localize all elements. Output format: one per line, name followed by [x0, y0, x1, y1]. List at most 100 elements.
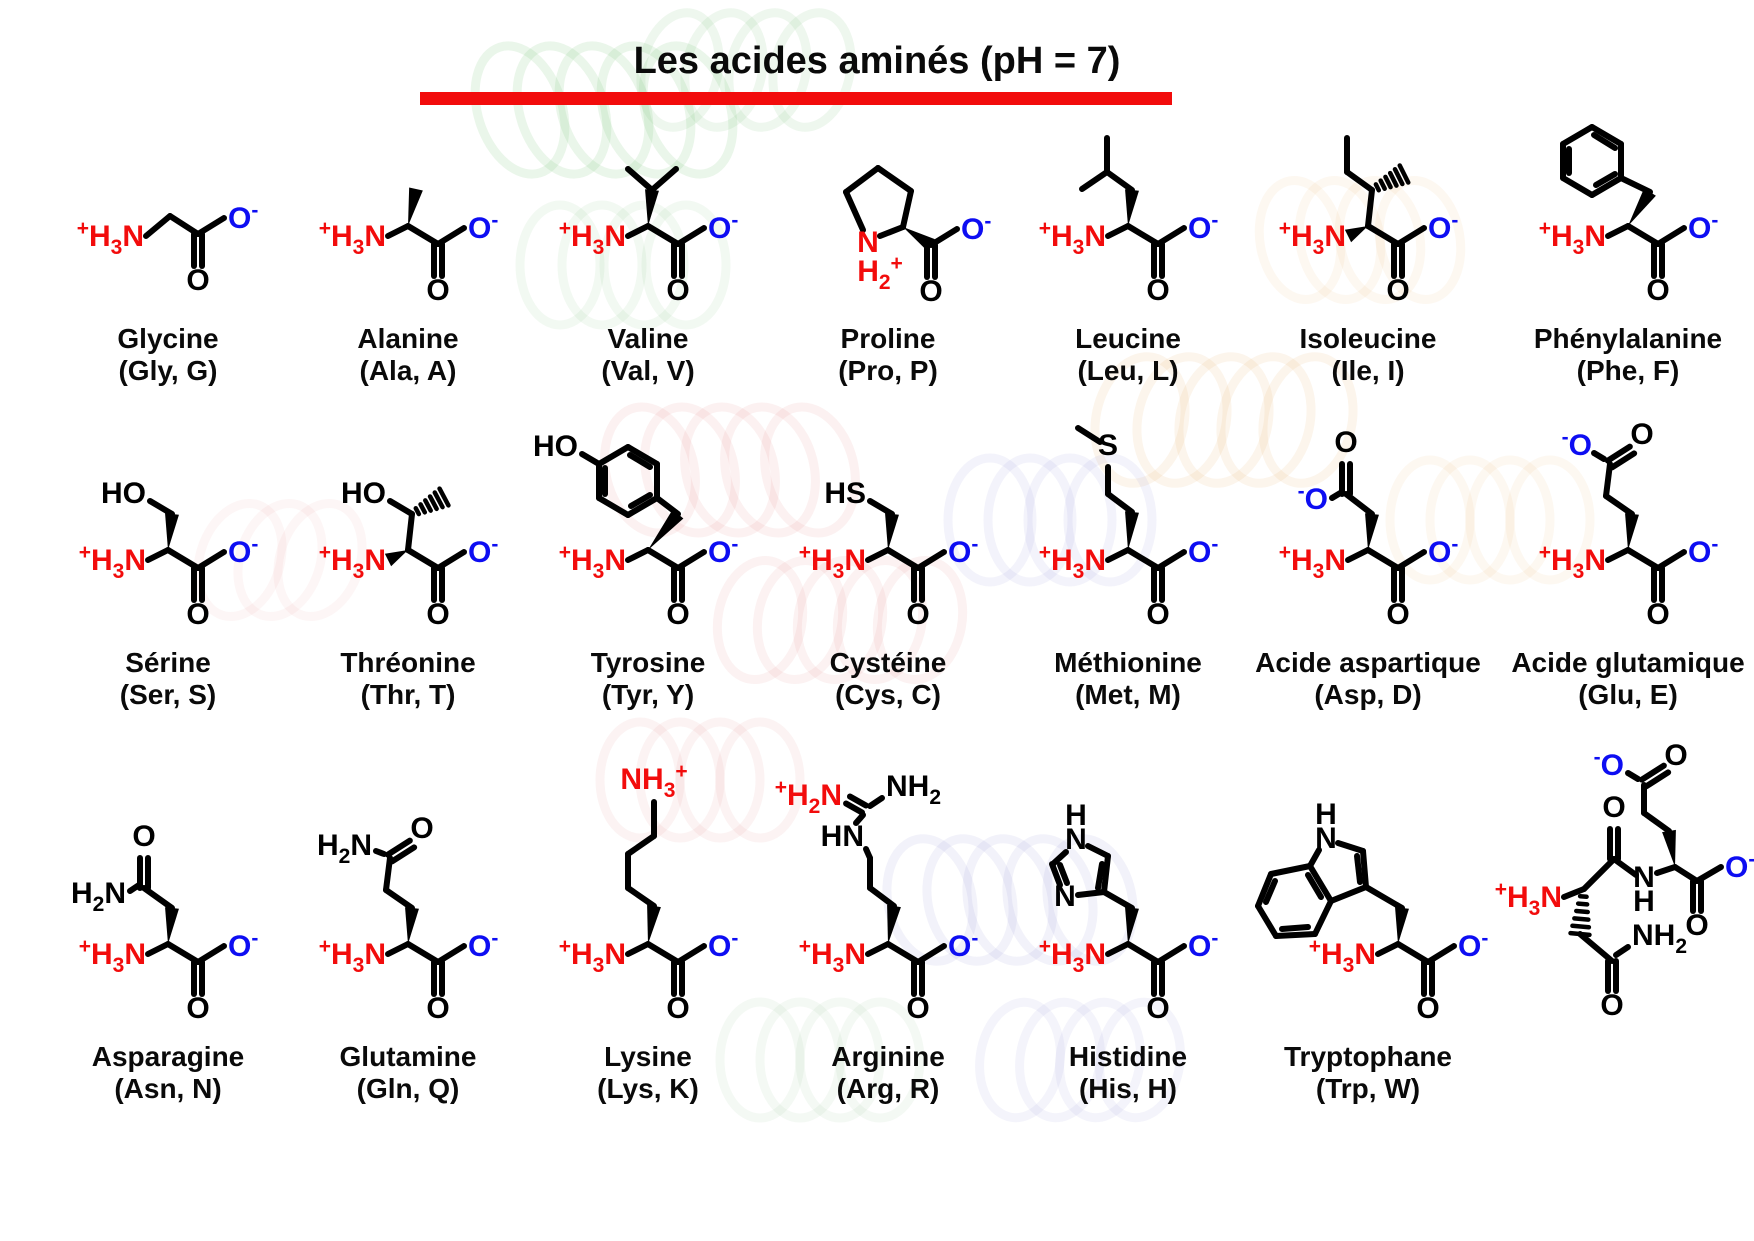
- amino-acid-label: Valine(Val, V): [601, 323, 694, 393]
- bond: [1273, 931, 1318, 939]
- bond: [1075, 889, 1107, 898]
- helix-watermark: [680, 402, 780, 538]
- bond: [625, 941, 651, 957]
- bond: [1560, 124, 1595, 147]
- helix-watermark: [1055, 997, 1145, 1123]
- bond: [867, 795, 885, 809]
- bond: [1605, 547, 1631, 563]
- bond: [1125, 223, 1161, 247]
- bond: [1354, 853, 1363, 885]
- atom-label: O: [1416, 992, 1439, 1025]
- helix-watermark: [1023, 453, 1117, 587]
- bond: [1095, 861, 1105, 891]
- amino-acid-label: Acide aspartique(Asp, D): [1255, 647, 1481, 717]
- atom-label: O-: [1188, 533, 1218, 569]
- bond: [1105, 491, 1135, 515]
- atom-label: +H3N: [1539, 541, 1606, 583]
- helix-watermark: [1505, 455, 1595, 585]
- atom-label: +H3N: [1539, 217, 1606, 259]
- double-bond: [1604, 443, 1633, 464]
- bond: [865, 941, 891, 957]
- atom-label: O-: [1428, 533, 1458, 569]
- helix-watermark: [712, 555, 808, 685]
- bond: [1105, 547, 1131, 563]
- bond: [145, 941, 171, 957]
- atom-label: O: [1146, 274, 1169, 307]
- bond: [1101, 853, 1111, 895]
- helix-watermark: [636, 8, 724, 132]
- bond: [1075, 425, 1103, 445]
- helix-watermark: [1216, 352, 1316, 488]
- helix-watermark: [943, 453, 1037, 587]
- wedge-bond: [1628, 188, 1656, 226]
- amino-acid-abbr: (Met, M): [1075, 678, 1181, 710]
- bond: [1611, 856, 1639, 878]
- amino-acid-name: Glycine: [117, 323, 219, 354]
- atom-label: +H3N: [1039, 217, 1106, 259]
- helix-watermark: [635, 717, 725, 843]
- atom-label: N: [1315, 822, 1337, 855]
- wedge-bond: [165, 907, 179, 944]
- amino-acid-abbr: (Ser, S): [119, 678, 217, 710]
- amino-acid-label: Proline(Pro, P): [838, 323, 938, 393]
- amino-acid-abbr: (Glu, E): [1578, 678, 1678, 710]
- atom-label: O: [1146, 598, 1169, 631]
- hash-bond: [1383, 174, 1393, 190]
- helix-watermark: [1042, 834, 1138, 966]
- bond: [405, 223, 441, 247]
- amino-acid-abbr: (Gln, Q): [356, 1072, 460, 1104]
- amino-acid-abbr: (His, H): [1078, 1072, 1177, 1104]
- atom-label: O-: [948, 533, 978, 569]
- atom-label: O: [410, 812, 433, 845]
- bond: [1591, 450, 1607, 462]
- bond: [1591, 132, 1618, 151]
- atom-label: O-: [1725, 848, 1754, 884]
- helix-watermark: [1095, 997, 1185, 1123]
- bond: [1589, 175, 1624, 198]
- helix-watermark: [1258, 352, 1358, 488]
- atom-label: +H2N: [775, 776, 842, 818]
- amino-acid-abbr: (Thr, T): [360, 678, 456, 710]
- bond: [1312, 898, 1334, 937]
- atom-label: O-: [468, 927, 498, 963]
- helix-watermark: [724, 8, 812, 132]
- amino-acid-abbr: (Ile, I): [1331, 354, 1405, 386]
- atom-label: O: [1146, 992, 1169, 1025]
- amino-acid-name: Isoleucine: [1299, 323, 1437, 354]
- bond: [627, 452, 653, 470]
- amino-acid-label: Tryptophane(Trp, W): [1284, 1041, 1452, 1111]
- amino-acid-name: Cystéine: [829, 647, 947, 678]
- bond: [147, 498, 175, 517]
- amino-acid-label: Méthionine(Met, M): [1054, 647, 1202, 717]
- amino-acid-label: Asparagine(Asn, N): [92, 1041, 245, 1111]
- atom-label: N: [1054, 880, 1076, 913]
- hash-bond: [423, 498, 433, 513]
- amino-acid-label: Acide glutamique(Glu, E): [1511, 647, 1744, 717]
- helix-watermark: [720, 402, 820, 538]
- bond: [1603, 493, 1635, 517]
- amino-acid-name: Tyrosine: [590, 647, 706, 678]
- bond: [141, 885, 175, 911]
- hash-bond: [1387, 170, 1399, 188]
- amino-acid-name: Leucine: [1075, 323, 1181, 354]
- atom-label: +H3N: [77, 217, 144, 259]
- wedge-bond: [1125, 511, 1139, 550]
- amino-acid-name: Arginine: [831, 1041, 945, 1072]
